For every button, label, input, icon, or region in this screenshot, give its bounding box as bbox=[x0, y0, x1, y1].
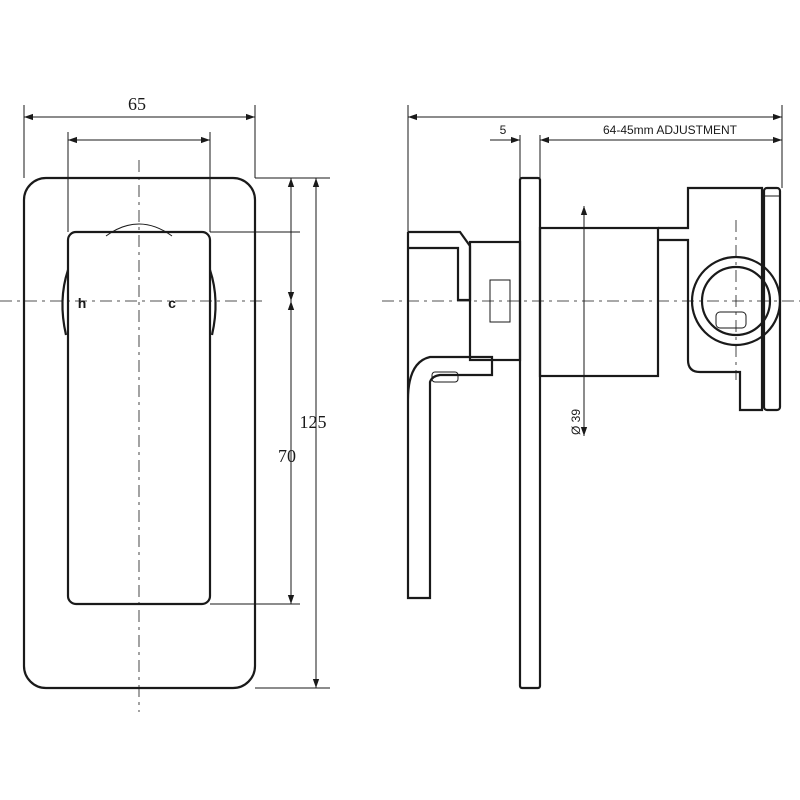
spindle-nut bbox=[489, 279, 511, 323]
cold-label: c bbox=[168, 295, 176, 311]
fitting-pin bbox=[715, 311, 747, 329]
wall-plate bbox=[518, 176, 542, 690]
fitting-port-ring-inner bbox=[700, 265, 772, 337]
valve-body bbox=[538, 226, 660, 378]
dim-inner-height-label: 70 bbox=[278, 446, 296, 466]
handle-lever-edge-left bbox=[61, 269, 70, 336]
dim-diameter-label: Ø 39 bbox=[569, 409, 583, 435]
dim-plate-thickness-label: 5 bbox=[500, 123, 507, 137]
adjustment-bar bbox=[762, 186, 782, 412]
lever-handle-profile bbox=[406, 232, 494, 600]
side-view: 5 64-45mm ADJUSTMENT Ø 39 bbox=[382, 105, 800, 690]
handle-cap bbox=[431, 371, 459, 383]
front-view: 65 125 70 h c bbox=[0, 94, 330, 712]
hot-label: h bbox=[78, 295, 87, 311]
dim-height-label: 125 bbox=[300, 412, 327, 432]
spindle-collar bbox=[468, 240, 522, 362]
cover-plate-outline bbox=[22, 176, 257, 690]
dim-width-label: 65 bbox=[128, 94, 146, 114]
fitting-body bbox=[658, 186, 764, 412]
dim-adjustment-label: 64-45mm ADJUSTMENT bbox=[603, 123, 738, 137]
lever-handle-head bbox=[408, 230, 472, 302]
handle-face bbox=[66, 230, 212, 606]
handle-lever-edge-right bbox=[208, 269, 217, 336]
